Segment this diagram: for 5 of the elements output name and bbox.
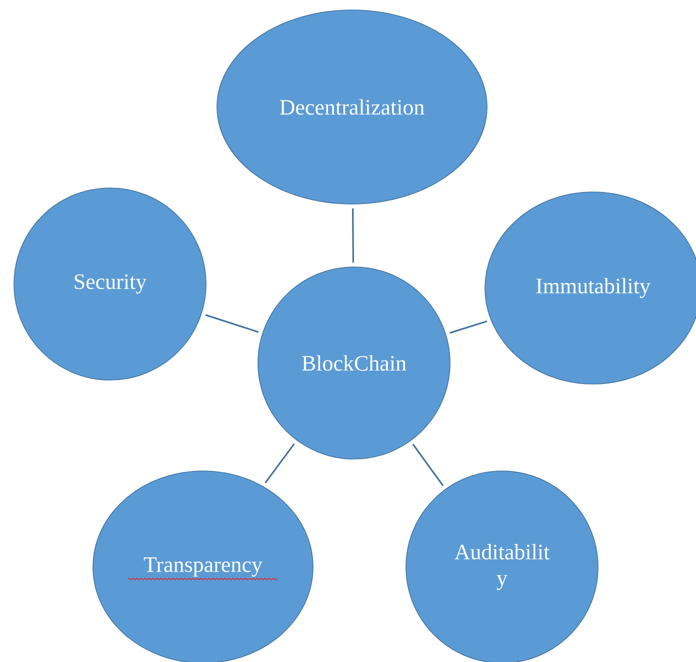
connector-line [205,314,259,333]
connector-line [352,208,354,263]
connector-line [264,443,295,484]
connector-line [450,320,488,334]
connector-line [412,444,444,486]
